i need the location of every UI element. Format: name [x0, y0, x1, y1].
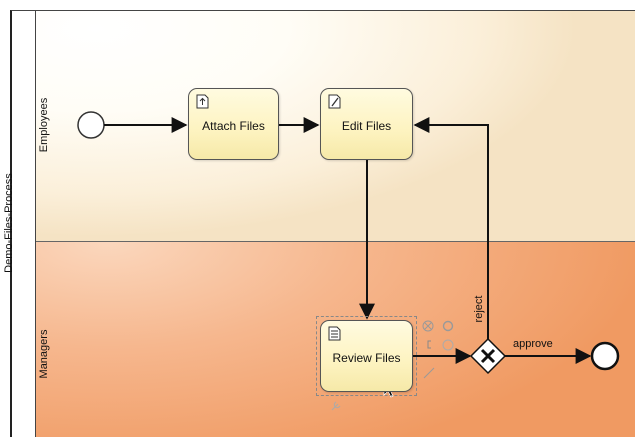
intermediate-append-icon[interactable] — [442, 339, 454, 351]
upload-doc-icon — [196, 94, 209, 109]
event-append-icon[interactable] — [442, 320, 454, 332]
annotation-icon[interactable] — [427, 340, 431, 349]
task-attach-files[interactable]: Attach Files — [188, 88, 279, 160]
task-label: Attach Files — [202, 119, 265, 133]
connector-icon[interactable] — [423, 367, 435, 379]
context-pad[interactable] — [331, 320, 454, 411]
task-label: Edit Files — [341, 119, 392, 133]
start-event[interactable] — [77, 111, 105, 139]
task-review-files[interactable]: Review Files — [320, 320, 413, 392]
gateway-append-icon[interactable] — [422, 320, 434, 332]
review-list-icon — [328, 326, 341, 341]
end-event[interactable] — [590, 341, 620, 371]
task-label: Review Files — [332, 351, 401, 365]
wrench-icon[interactable] — [331, 401, 341, 411]
pool-border — [10, 10, 635, 437]
flow-label-reject: reject — [473, 295, 485, 323]
flow-label-approve: approve — [513, 338, 553, 350]
exclusive-gateway-icon — [480, 348, 496, 364]
pool-header[interactable] — [10, 10, 36, 437]
gateway-append-x-icon — [424, 322, 432, 330]
flow-reject[interactable] — [413, 117, 489, 339]
selection-box — [316, 316, 417, 396]
task-edit-files[interactable]: Edit Files — [320, 88, 413, 160]
edit-doc-icon — [328, 94, 341, 109]
